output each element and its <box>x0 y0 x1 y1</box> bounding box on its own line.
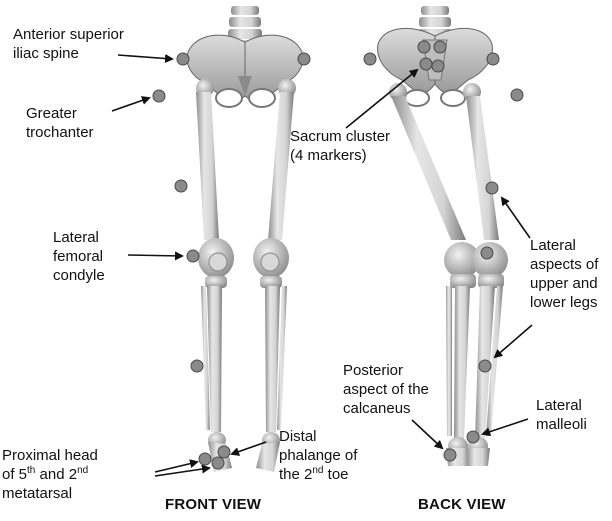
label-malleoli-line2: malleoli <box>536 415 587 434</box>
arrow-metatarsal-2 <box>155 468 209 476</box>
label-legs-line3: upper and <box>530 274 598 293</box>
marker-back-sacrum-3 <box>420 58 432 70</box>
label-malleoli: Lateral malleoli <box>536 396 587 434</box>
label-toe-line1: Distal <box>279 427 357 446</box>
arrow-trochanter <box>112 98 149 111</box>
marker-front-trochanter <box>153 90 165 102</box>
label-metatarsal: Proximal head of 5th and 2nd metatarsal <box>2 446 98 503</box>
marker-front-toe <box>218 446 230 458</box>
marker-back-sacrum-4 <box>432 60 444 72</box>
marker-back-thigh <box>486 182 498 194</box>
arrow-thigh <box>502 198 530 238</box>
label-trochanter-line2: trochanter <box>26 123 94 142</box>
label-legs-line2: aspects of <box>530 255 598 274</box>
label-asis-line2: iliac spine <box>13 44 124 63</box>
marker-back-sacrum-2 <box>434 41 446 53</box>
marker-front-metatarsal-2 <box>212 457 224 469</box>
label-calcaneus-line3: calcaneus <box>343 399 429 418</box>
label-sacrum-line1: Sacrum cluster <box>290 127 390 146</box>
label-trochanter-line1: Greater <box>26 104 94 123</box>
marker-back-shank <box>479 360 491 372</box>
label-calcaneus: Posterior aspect of the calcaneus <box>343 361 429 418</box>
label-sacrum: Sacrum cluster (4 markers) <box>290 127 390 165</box>
label-metatarsal-line1: Proximal head <box>2 446 98 465</box>
label-calcaneus-line1: Posterior <box>343 361 429 380</box>
label-condyle-line1: Lateral <box>53 228 105 247</box>
label-condyle: Lateral femoral condyle <box>53 228 105 285</box>
marker-back-asis-left <box>364 53 376 65</box>
arrow-shank <box>495 325 532 357</box>
label-metatarsal-line3: metatarsal <box>2 484 98 503</box>
marker-front-thigh <box>175 180 187 192</box>
arrow-calcaneus <box>412 420 442 448</box>
marker-back-malleolus <box>467 431 479 443</box>
front-view-caption: FRONT VIEW <box>165 496 261 513</box>
label-legs: Lateral aspects of upper and lower legs <box>530 236 598 312</box>
marker-front-condyle <box>187 250 199 262</box>
label-calcaneus-line2: aspect of the <box>343 380 429 399</box>
marker-front-asis-right <box>298 53 310 65</box>
label-condyle-line2: femoral <box>53 247 105 266</box>
back-view-caption: BACK VIEW <box>418 496 506 513</box>
marker-front-shank <box>191 360 203 372</box>
marker-back-calcaneus <box>444 449 456 461</box>
marker-back-condyle <box>481 247 493 259</box>
marker-back-asis-right <box>487 53 499 65</box>
label-legs-line1: Lateral <box>530 236 598 255</box>
label-condyle-line3: condyle <box>53 266 105 285</box>
arrow-condyle <box>128 255 182 256</box>
marker-front-metatarsal-5 <box>199 453 211 465</box>
label-sacrum-line2: (4 markers) <box>290 146 390 165</box>
label-toe: Distal phalange of the 2nd toe <box>279 427 357 484</box>
front-skeleton <box>187 6 303 472</box>
label-metatarsal-line2: of 5th and 2nd <box>2 465 98 484</box>
label-legs-line4: lower legs <box>530 293 598 312</box>
label-asis-line1: Anterior superior <box>13 25 124 44</box>
label-trochanter: Greater trochanter <box>26 104 94 142</box>
marker-back-trochanter <box>511 89 523 101</box>
front-left-leg <box>196 79 234 472</box>
label-toe-line2: phalange of <box>279 446 357 465</box>
marker-front-asis-left <box>177 53 189 65</box>
marker-back-sacrum-1 <box>418 41 430 53</box>
label-asis: Anterior superior iliac spine <box>13 25 124 63</box>
label-toe-line3: the 2nd toe <box>279 465 357 484</box>
label-malleoli-line1: Lateral <box>536 396 587 415</box>
arrow-asis <box>118 55 172 59</box>
